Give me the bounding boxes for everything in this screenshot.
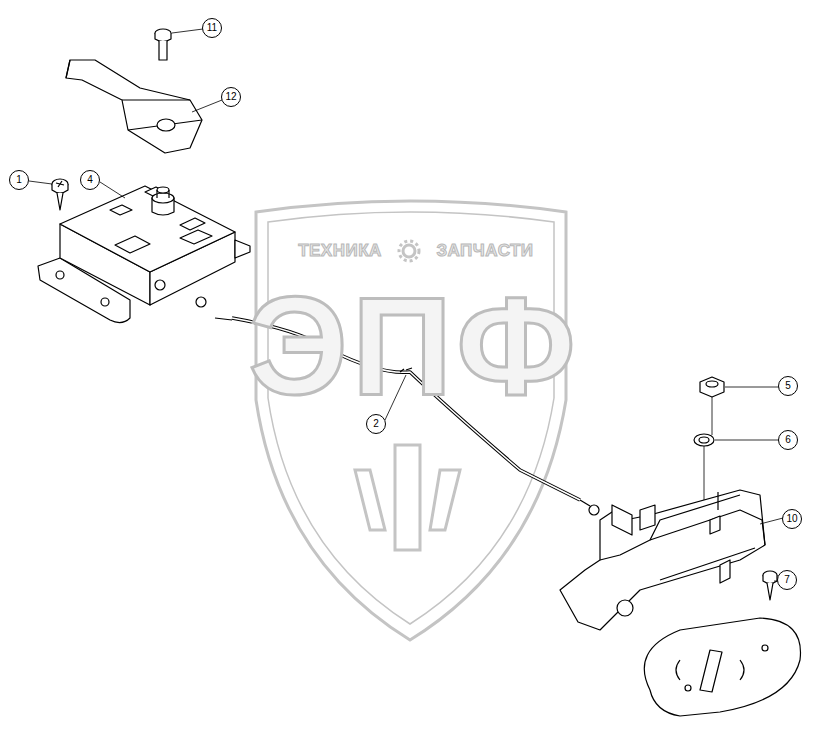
- watermark-shield: [256, 201, 566, 640]
- watermark-text: ЗАПЧАСТИ: [436, 241, 533, 261]
- callout-number: 10: [782, 509, 802, 529]
- leader-lines: [29, 29, 783, 581]
- cover-plate: [644, 618, 800, 716]
- screw: [155, 29, 171, 60]
- callout-number: 5: [778, 376, 798, 396]
- callout-number: 12: [221, 87, 241, 107]
- callout-number: 4: [80, 170, 100, 190]
- latch-box: [38, 186, 250, 323]
- screw: [763, 571, 777, 600]
- callout-number: 1: [9, 170, 29, 190]
- callout-number: 2: [366, 414, 386, 434]
- watermark-logo: ЭПФ: [248, 276, 580, 416]
- handle-hole: [157, 119, 175, 131]
- callout-number: 7: [777, 570, 797, 590]
- callout-number: 11: [202, 18, 222, 38]
- callout-number: 6: [778, 430, 798, 450]
- nut: [700, 377, 724, 397]
- watermark-text: ТЕХНИКА: [298, 241, 382, 261]
- lock-mechanism: [560, 490, 765, 630]
- washer: [694, 434, 714, 446]
- handle: [66, 60, 202, 153]
- screw: [52, 179, 68, 210]
